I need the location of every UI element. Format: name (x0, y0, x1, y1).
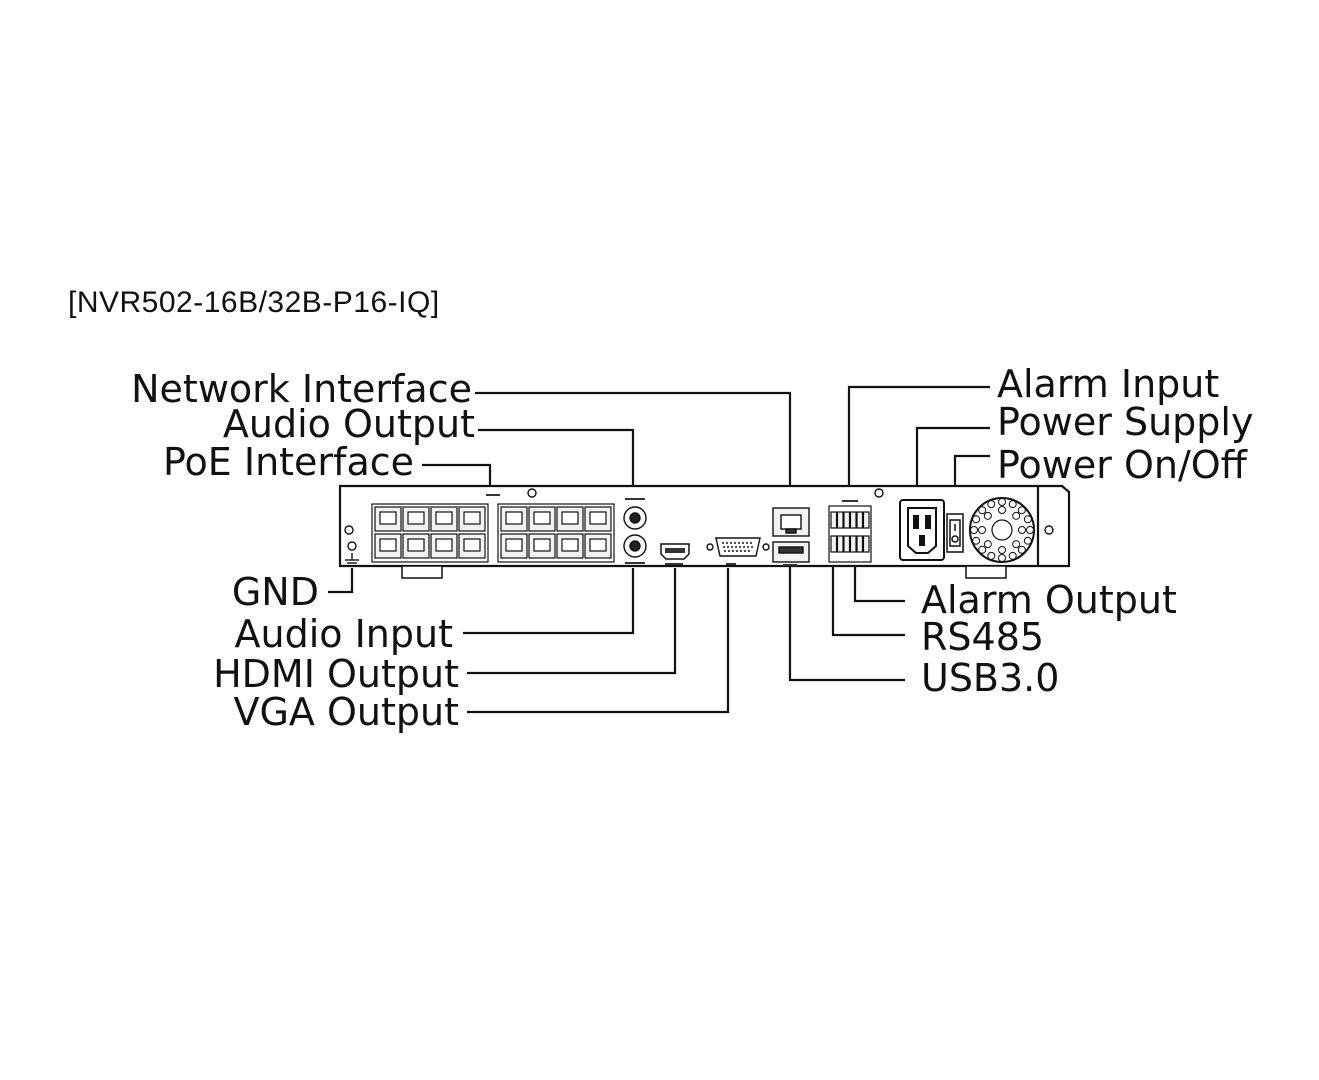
fan-hole (1017, 506, 1026, 515)
fan-hole (972, 536, 981, 545)
terminal-pin (862, 535, 870, 553)
leader-poe-interface (422, 463, 492, 488)
ground-icon (345, 541, 359, 564)
poe-port-socket (561, 511, 579, 525)
fan-hole (998, 498, 1006, 506)
poe-port-socket (463, 538, 481, 552)
fan-hole (1008, 551, 1017, 560)
fan-hole (987, 551, 996, 560)
label-alarm-output: Alarm Output (921, 578, 1177, 622)
leader-power-supply (915, 426, 990, 492)
poe-port-socket (505, 538, 523, 552)
poe-port-socket (505, 511, 523, 525)
label-alarm-input: Alarm Input (997, 362, 1220, 406)
fan-hole (998, 546, 1006, 554)
label-audio-output: Audio Output (222, 402, 475, 446)
poe-port-socket (561, 538, 579, 552)
vga-port (706, 537, 770, 557)
poe-port-socket (407, 511, 425, 525)
panel-print (486, 494, 858, 566)
label-usb30: USB3.0 (921, 656, 1060, 700)
foot-left (401, 565, 443, 579)
terminal-pin (836, 511, 844, 529)
label-audio-input: Audio Input (234, 612, 453, 656)
fan-hole (1008, 500, 1017, 509)
label-vga-output: VGA Output (233, 690, 459, 734)
fan-hole (998, 554, 1006, 562)
poe-port (430, 533, 458, 559)
fan-hole (1018, 526, 1026, 534)
label-gnd: GND (231, 570, 319, 614)
fan-hole (978, 526, 986, 534)
screw-icon (344, 525, 354, 535)
power-socket (899, 499, 945, 561)
fan-hole (978, 506, 987, 515)
leader-alarm-input (847, 385, 990, 496)
fan-hole (1017, 545, 1026, 554)
leader-audio-output (478, 428, 635, 500)
poe-port-socket (533, 538, 551, 552)
poe-port-socket (435, 511, 453, 525)
poe-port (458, 533, 486, 559)
power-switch (946, 513, 964, 553)
poe-port (528, 533, 556, 559)
alarm-terminal-block (828, 505, 872, 563)
label-network-interface: Network Interface (131, 367, 472, 411)
leader-vga-output (467, 568, 730, 714)
poe-port (528, 506, 556, 532)
label-poe-interface: PoE Interface (162, 440, 414, 484)
terminal-pin (830, 511, 838, 529)
fan-hole (1012, 540, 1021, 549)
poe-port-socket (463, 511, 481, 525)
leader-usb30 (788, 566, 905, 682)
leader-gnd (328, 568, 354, 594)
fan-hole (978, 545, 987, 554)
screw-icon (1044, 525, 1054, 535)
poe-port-socket (407, 538, 425, 552)
fan-hole (987, 500, 996, 509)
fan-hole (1023, 515, 1032, 524)
screw-icon (874, 488, 884, 498)
leader-alarm-output (853, 566, 905, 603)
poe-port-socket (435, 538, 453, 552)
fan-hole (1012, 511, 1021, 520)
terminal-pin (856, 535, 864, 553)
label-rs485: RS485 (921, 615, 1045, 659)
poe-port-socket (379, 511, 397, 525)
leader-hdmi-output (467, 568, 677, 675)
fan-hole (983, 540, 992, 549)
terminal-pin (830, 535, 838, 553)
terminal-pin (862, 511, 870, 529)
poe-port-socket (589, 511, 607, 525)
poe-port-socket (533, 511, 551, 525)
leader-rs485 (831, 566, 905, 637)
terminal-pin (849, 511, 857, 529)
fan-hole (970, 526, 978, 534)
poe-port (500, 533, 528, 559)
terminal-pin (843, 535, 851, 553)
fan-hole (1023, 536, 1032, 545)
leader-network-interface (475, 391, 792, 498)
fan-hole (972, 515, 981, 524)
poe-port-socket (589, 538, 607, 552)
fan-hole (1026, 526, 1034, 534)
fan-hole (983, 511, 992, 520)
poe-port-socket (379, 538, 397, 552)
terminal-pin (843, 511, 851, 529)
leader-audio-input (463, 568, 635, 635)
model-title: [NVR502-16B/32B-P16-IQ] (68, 286, 440, 319)
terminal-pin (856, 511, 864, 529)
screw-icon (527, 488, 537, 498)
fan-hole (998, 506, 1006, 514)
label-power-on-off: Power On/Off (997, 443, 1247, 487)
poe-port-block (371, 503, 615, 563)
label-power-supply: Power Supply (997, 400, 1254, 444)
foot-right (965, 565, 1007, 579)
terminal-pin (836, 535, 844, 553)
terminal-pin (849, 535, 857, 553)
label-hdmi-output: HDMI Output (213, 652, 459, 696)
